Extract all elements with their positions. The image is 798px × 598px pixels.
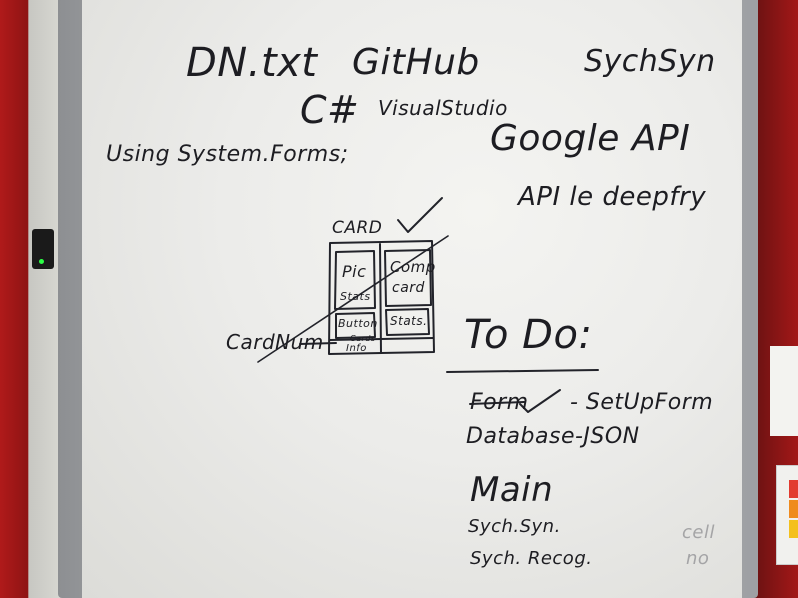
text-button: Button <box>338 317 378 330</box>
diagonal-line <box>257 235 449 363</box>
text-todo: To Do: <box>464 312 593 358</box>
wall-sensor <box>32 229 54 269</box>
text-stats2: Stats. <box>390 314 428 328</box>
text-sychsyn: SychSyn <box>584 44 716 79</box>
ghost-text-cell: cell <box>682 522 715 543</box>
wall-paper <box>770 346 798 436</box>
text-dntxt: DN.txt <box>186 40 318 86</box>
cardnum-arrow <box>299 342 337 345</box>
card-check-mark <box>397 197 443 233</box>
text-google-api: Google API <box>490 118 691 159</box>
text-comp: Comp <box>390 258 436 276</box>
text-github: GitHub <box>352 42 480 83</box>
text-cardnum: CardNum <box>226 330 324 354</box>
form-strike <box>469 401 525 405</box>
card-divider <box>379 243 382 354</box>
comp-box <box>384 249 432 307</box>
text-sych-syn: Sych.Syn. <box>468 516 561 537</box>
text-sych-recog: Sych. Recog. <box>470 548 593 569</box>
text-form: Form <box>470 390 529 415</box>
whiteboard <box>82 0 742 598</box>
text-setupform: - SetUpForm <box>570 390 714 415</box>
button-box <box>335 312 376 339</box>
todo-underline <box>446 369 599 373</box>
text-cards-small: Cards <box>350 334 376 343</box>
text-info: Info <box>346 343 367 354</box>
text-main: Main <box>470 470 554 510</box>
ghost-text-no: no <box>686 548 710 569</box>
card-outline <box>328 240 435 355</box>
text-stats: Stats <box>340 290 371 303</box>
text-api-deepfry: API le deepfry <box>518 182 707 212</box>
sensor-light-icon <box>39 259 44 264</box>
pic-box <box>334 250 376 310</box>
text-card-title: CARD <box>332 218 383 238</box>
stats-box <box>385 308 430 336</box>
text-pic: Pic <box>342 262 367 281</box>
info-line <box>329 337 434 341</box>
text-visualstudio: VisualStudio <box>378 96 508 120</box>
text-csharp: C# <box>300 88 360 132</box>
text-using: Using System.Forms; <box>106 142 349 167</box>
text-card: card <box>392 280 425 296</box>
wall-poster <box>776 465 798 565</box>
text-database: Database-JSON <box>466 424 640 449</box>
form-check-mark <box>519 389 561 413</box>
